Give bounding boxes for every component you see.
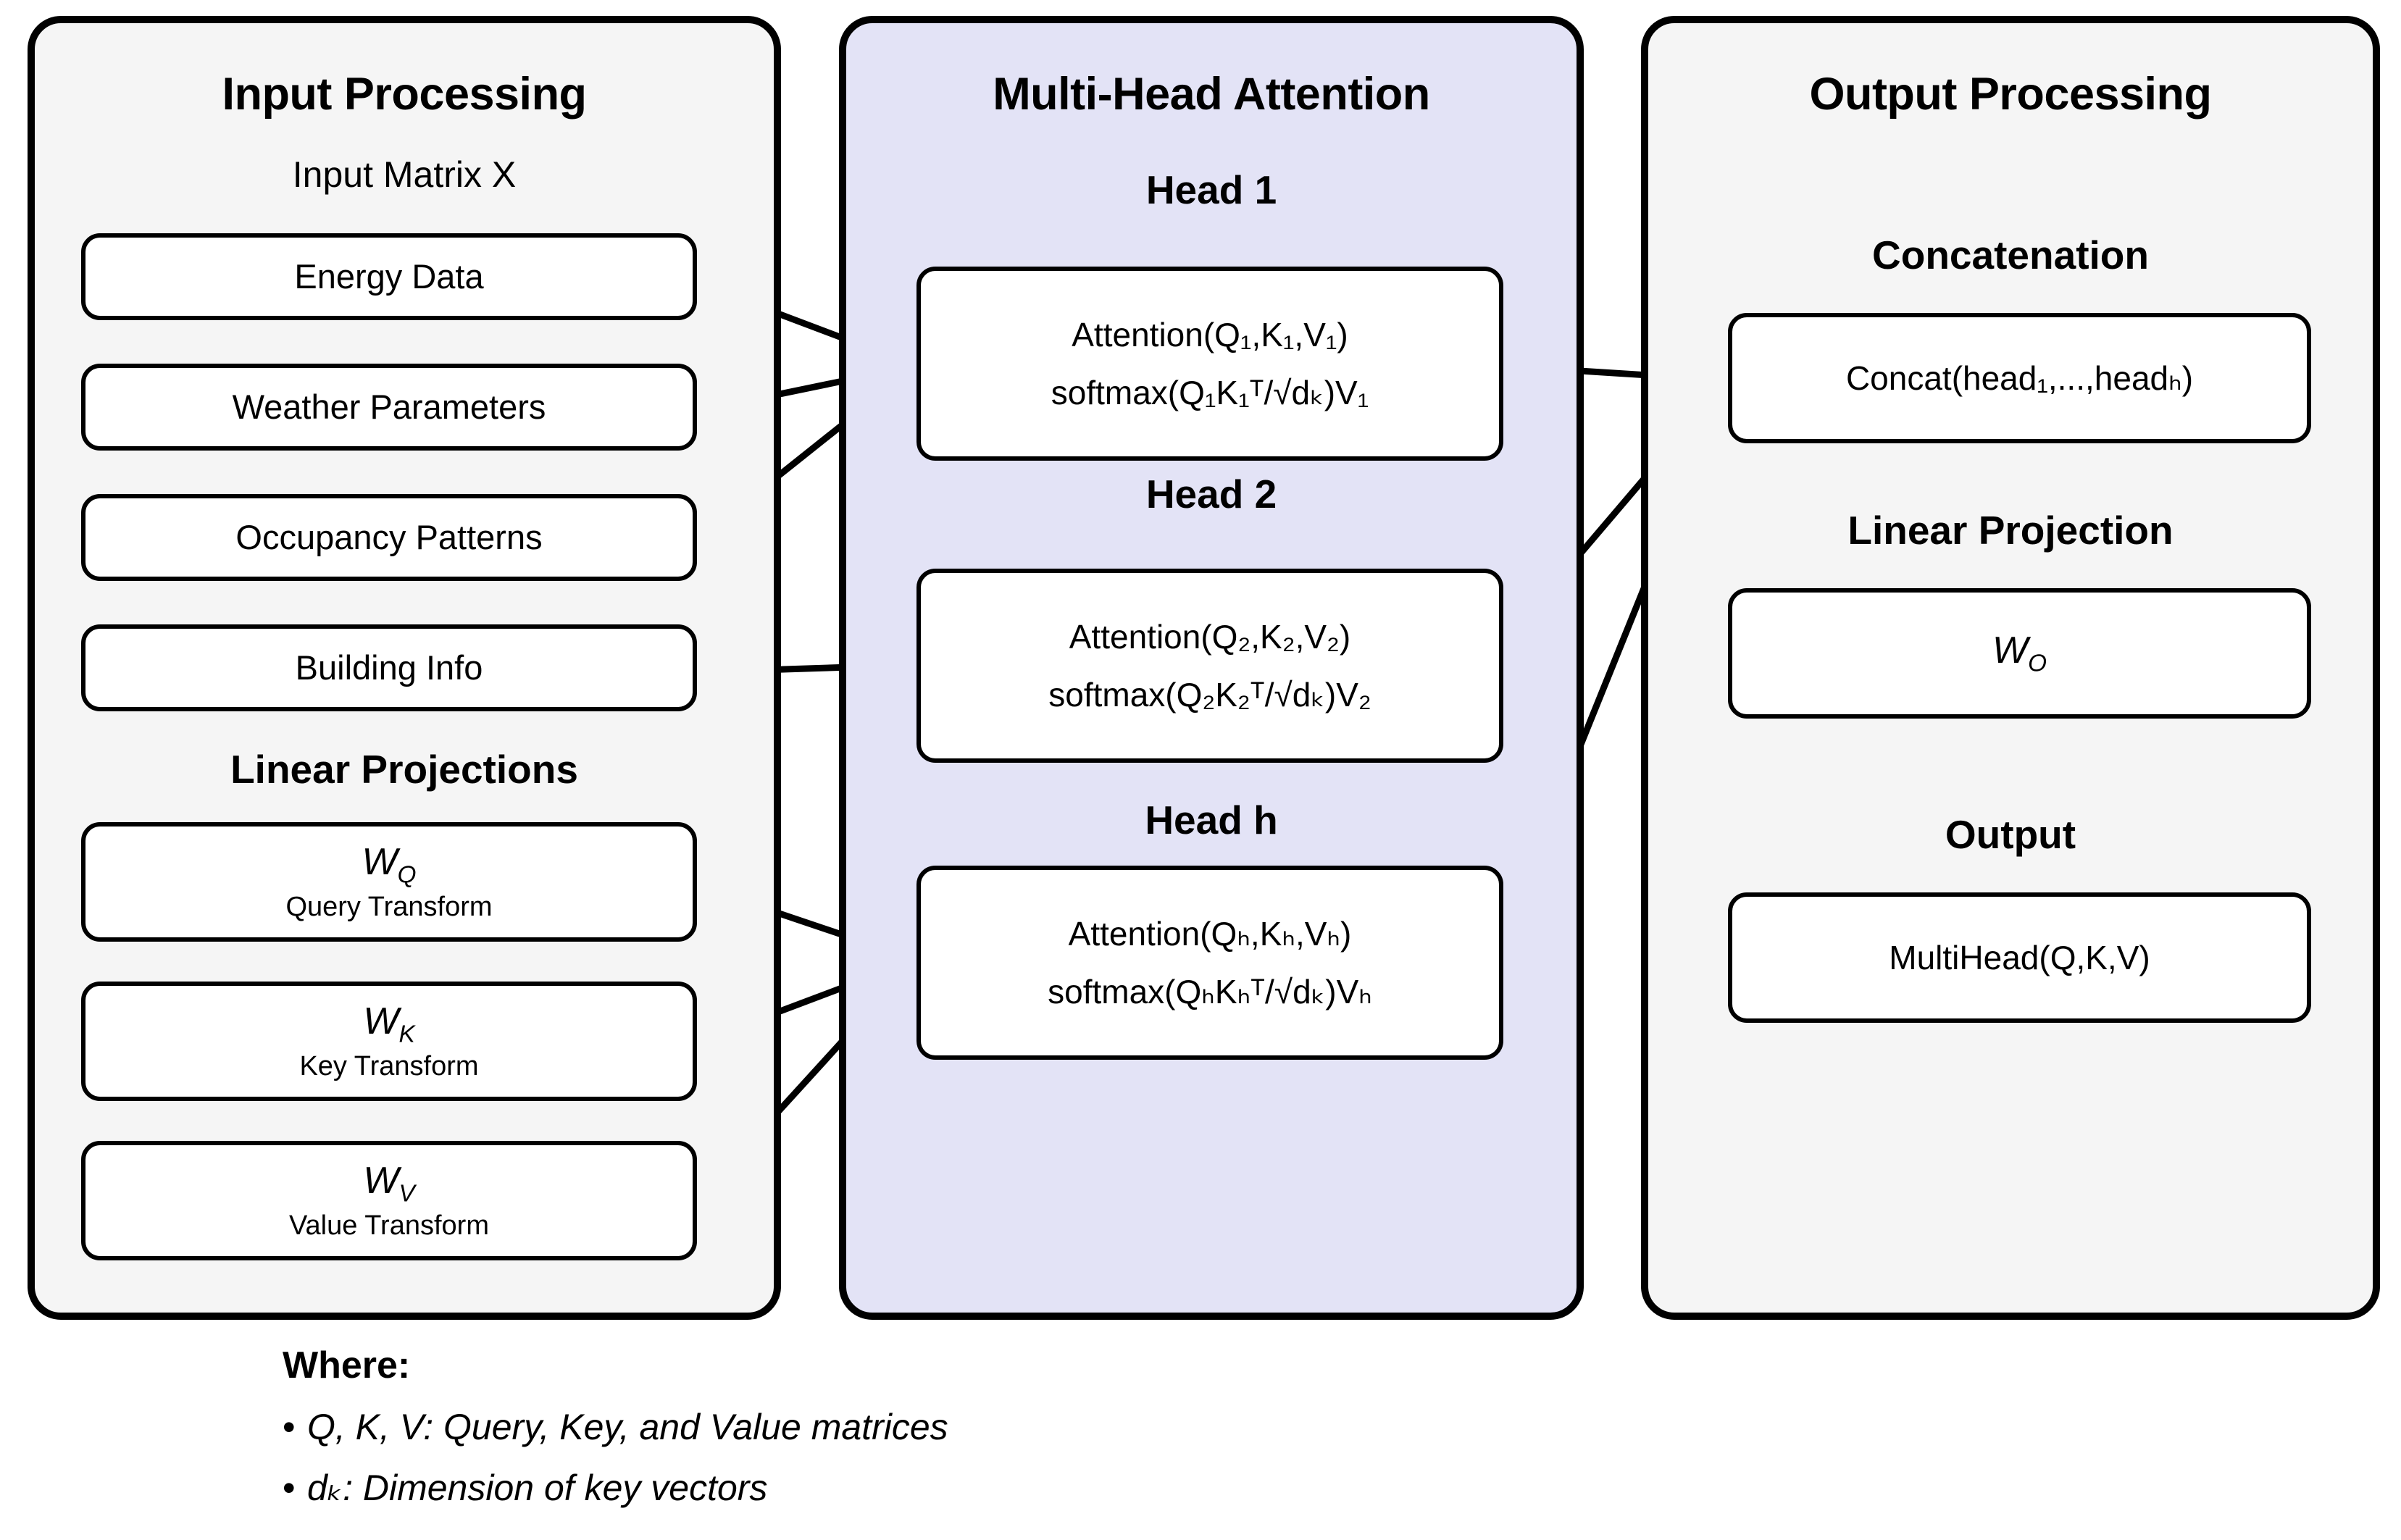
multi-head-attention-title: Multi-Head Attention [993,69,1430,120]
node-energy-data[interactable]: Energy Data [81,233,697,320]
node-occupancy-patterns[interactable]: Occupancy Patterns [81,494,697,581]
input-processing-title: Input Processing [222,69,587,120]
node-head-1-formula-softmax: softmax(Q₁K₁ᵀ/√dₖ)V₁ [1051,374,1369,411]
input-matrix-label: Input Matrix X [292,154,517,195]
node-concat-formula: Concat(head₁,...,headₕ) [1845,359,2194,397]
legend-item-dk: •dₖ: Dimension of key vectors [283,1468,768,1508]
node-wq[interactable]: WQ Query Transform [81,822,697,942]
linear-projections-title: Linear Projections [230,747,578,792]
node-multihead-output[interactable]: MultiHead(Q,K,V) [1728,892,2311,1023]
legend: Where: •Q, K, V: Query, Key, and Value m… [283,1344,948,1509]
node-weather-parameters-label: Weather Parameters [232,388,546,427]
node-head-2-formula-softmax: softmax(Q₂K₂ᵀ/√dₖ)V₂ [1048,676,1371,713]
node-multihead-output-formula: MultiHead(Q,K,V) [1889,938,2150,976]
node-head-2[interactable]: Attention(Q₂,K₂,V₂) softmax(Q₂K₂ᵀ/√dₖ)V₂ [916,569,1503,763]
node-wq-symbol: WQ [362,841,417,889]
output-title: Output [1945,812,2076,857]
linear-projection-title: Linear Projection [1847,508,2174,553]
legend-bullet-icon-2: • [283,1468,296,1508]
legend-heading: Where: [283,1344,411,1386]
node-wo[interactable]: WO [1728,588,2311,719]
node-wo-symbol: WO [1992,629,2047,677]
node-head-h-formula-attention: Attention(Qₕ,Kₕ,Vₕ) [1068,914,1352,953]
node-wk-symbol: WK [363,1000,415,1048]
node-energy-data-label: Energy Data [294,257,484,296]
node-concat[interactable]: Concat(head₁,...,headₕ) [1728,313,2311,443]
node-wv-caption: Value Transform [289,1210,489,1241]
node-head-1-formula-attention: Attention(Q₁,K₁,V₁) [1072,315,1348,353]
node-wv[interactable]: WV Value Transform [81,1141,697,1260]
head-h-title: Head h [1145,798,1278,842]
legend-bullet-icon: • [283,1407,296,1447]
node-head-h-formula-softmax: softmax(QₕKₕᵀ/√dₖ)Vₕ [1048,973,1372,1010]
node-wq-caption: Query Transform [285,891,493,922]
node-wk-caption: Key Transform [299,1050,479,1081]
head-2-title: Head 2 [1145,472,1277,516]
node-head-2-formula-attention: Attention(Q₂,K₂,V₂) [1069,617,1351,656]
node-head-h[interactable]: Attention(Qₕ,Kₕ,Vₕ) softmax(QₕKₕᵀ/√dₖ)Vₕ [916,866,1503,1060]
output-processing-title: Output Processing [1809,69,2212,120]
node-occupancy-patterns-label: Occupancy Patterns [235,518,543,557]
node-wv-symbol: WV [363,1160,415,1208]
legend-item-qkv: •Q, K, V: Query, Key, and Value matrices [283,1407,948,1447]
node-head-1[interactable]: Attention(Q₁,K₁,V₁) softmax(Q₁K₁ᵀ/√dₖ)V₁ [916,267,1503,461]
concatenation-title: Concatenation [1872,233,2149,277]
node-building-info[interactable]: Building Info [81,624,697,711]
node-weather-parameters[interactable]: Weather Parameters [81,364,697,451]
node-building-info-label: Building Info [295,648,483,687]
head-1-title: Head 1 [1145,167,1277,212]
node-wk[interactable]: WK Key Transform [81,982,697,1101]
